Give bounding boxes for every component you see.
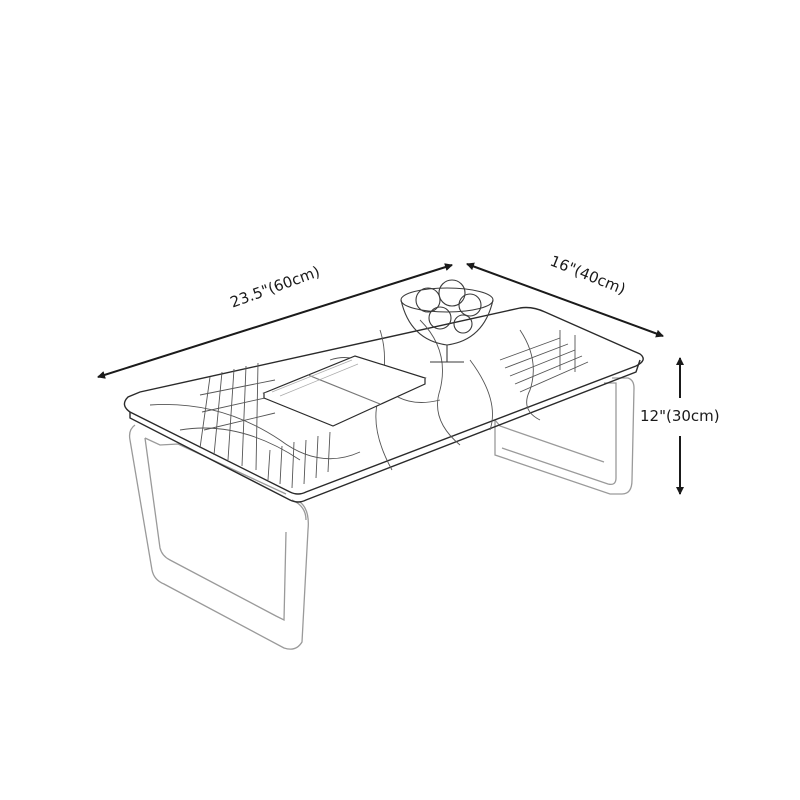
width-dimension-arrow	[466, 262, 664, 338]
glass-table-top	[123, 306, 644, 503]
length-dimension-arrow	[97, 263, 453, 379]
open-book	[262, 355, 427, 427]
fruit-bowl	[400, 279, 494, 363]
back-right-leg	[494, 377, 635, 495]
height-label: 12"(30cm)	[640, 407, 720, 425]
